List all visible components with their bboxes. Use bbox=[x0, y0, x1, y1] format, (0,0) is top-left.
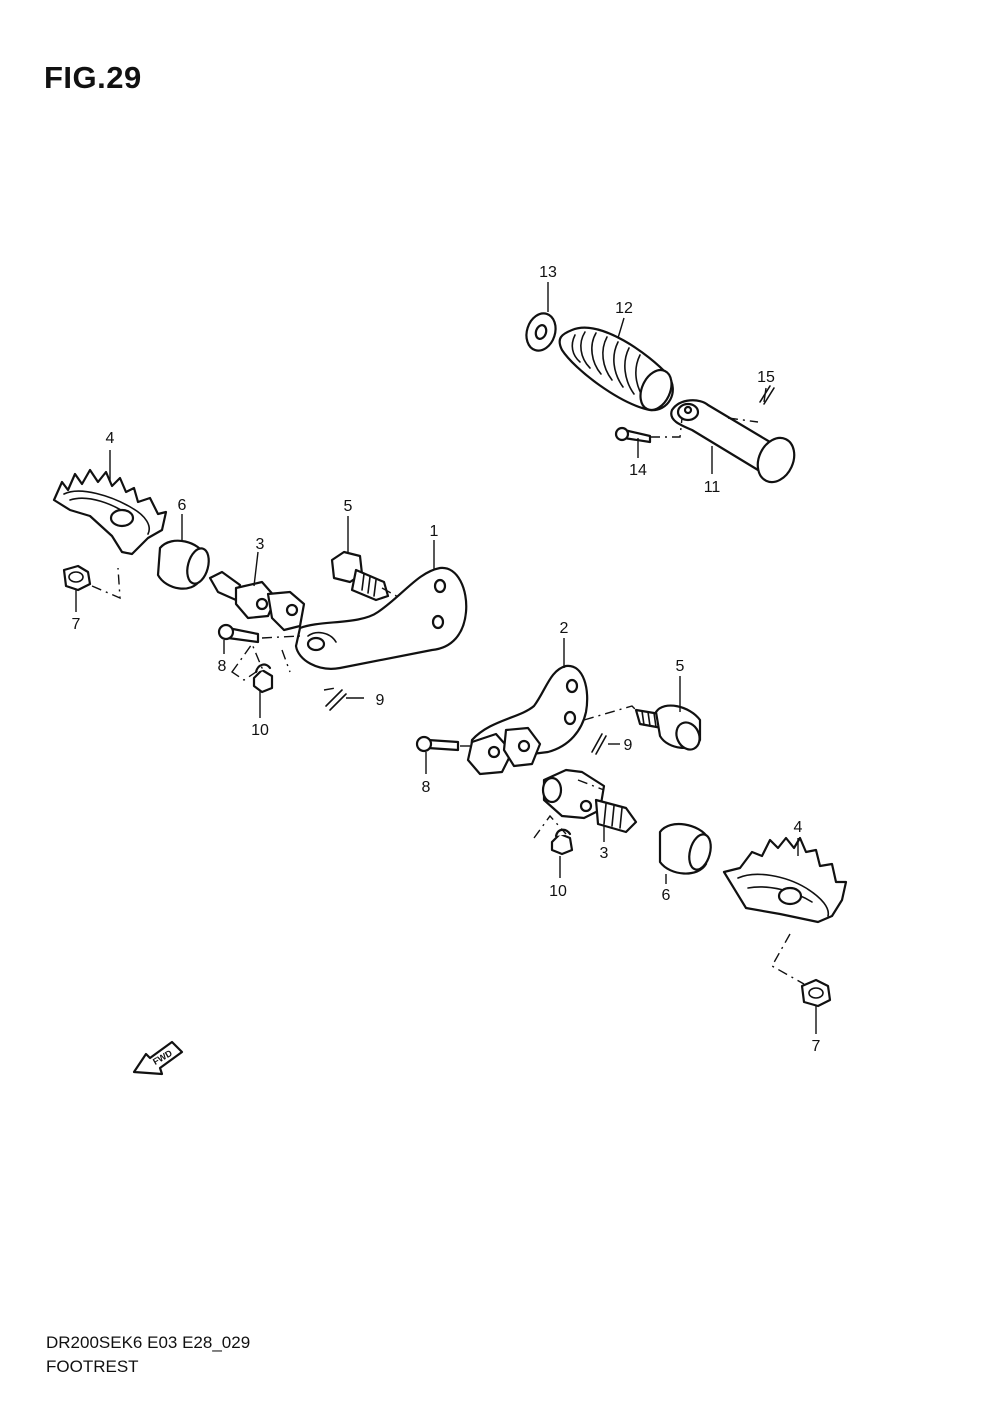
callout-6-right: 6 bbox=[662, 887, 671, 904]
callout-14: 14 bbox=[629, 462, 647, 479]
callout-7-right: 7 bbox=[812, 1038, 821, 1055]
model-code: DR200SEK6 E03 E28_029 bbox=[46, 1333, 251, 1352]
callout-10-left: 10 bbox=[251, 722, 269, 739]
diagram-footer: DR200SEK6 E03 E28_029 FOOTREST bbox=[46, 1331, 250, 1379]
callout-2: 2 bbox=[560, 620, 569, 637]
bolt-right-5 bbox=[634, 704, 702, 751]
clevis-pin-right-8 bbox=[415, 735, 460, 753]
collar-left-6 bbox=[156, 539, 210, 590]
callout-5-right: 5 bbox=[676, 658, 685, 675]
footrest-rubber-12 bbox=[558, 326, 674, 412]
callout-3-right: 3 bbox=[600, 845, 609, 862]
clevis-pin-14 bbox=[614, 426, 652, 444]
collar-right-6 bbox=[658, 822, 712, 875]
footrest-peg-11 bbox=[670, 399, 796, 484]
figure-title: FIG.29 bbox=[44, 60, 142, 95]
cotter-pin-right-9 bbox=[591, 733, 607, 755]
clevis-pin-left-8 bbox=[217, 623, 260, 644]
callout-9-right: 9 bbox=[624, 737, 633, 754]
grease-nipple-right-10 bbox=[550, 828, 574, 856]
section-name: FOOTREST bbox=[46, 1357, 139, 1376]
callout-11: 11 bbox=[704, 479, 721, 496]
pivot-shaft-left-3 bbox=[208, 570, 306, 632]
callout-13: 13 bbox=[539, 264, 557, 281]
bracket-1 bbox=[294, 566, 468, 670]
footrest-right-4 bbox=[722, 836, 848, 924]
callout-3-left: 3 bbox=[256, 536, 265, 553]
callout-5-left: 5 bbox=[344, 498, 353, 515]
pivot-shaft-right-3 bbox=[541, 768, 638, 834]
callout-6-left: 6 bbox=[178, 497, 187, 514]
callout-12: 12 bbox=[615, 300, 633, 317]
callout-7-left: 7 bbox=[72, 616, 81, 633]
footrest-left-4 bbox=[52, 468, 168, 556]
callout-8-right: 8 bbox=[422, 779, 431, 796]
washer-13 bbox=[525, 312, 557, 352]
callout-9-left: 9 bbox=[376, 692, 385, 709]
cotter-pin-15 bbox=[759, 385, 775, 405]
cotter-pin-left-9 bbox=[325, 689, 347, 711]
callout-10-right: 10 bbox=[549, 883, 567, 900]
nut-right-7 bbox=[800, 978, 832, 1008]
callout-1: 1 bbox=[430, 523, 439, 540]
bolt-left-5 bbox=[330, 550, 390, 602]
callout-4-left: 4 bbox=[106, 430, 115, 447]
callout-8-left: 8 bbox=[218, 658, 227, 675]
pivot-bracket-right bbox=[466, 726, 542, 776]
callout-15: 15 bbox=[757, 369, 775, 386]
grease-nipple-left-10 bbox=[252, 663, 274, 694]
forward-arrow-icon: FWD bbox=[132, 1040, 184, 1076]
callout-4-right: 4 bbox=[794, 819, 803, 836]
nut-left-7 bbox=[62, 564, 92, 592]
